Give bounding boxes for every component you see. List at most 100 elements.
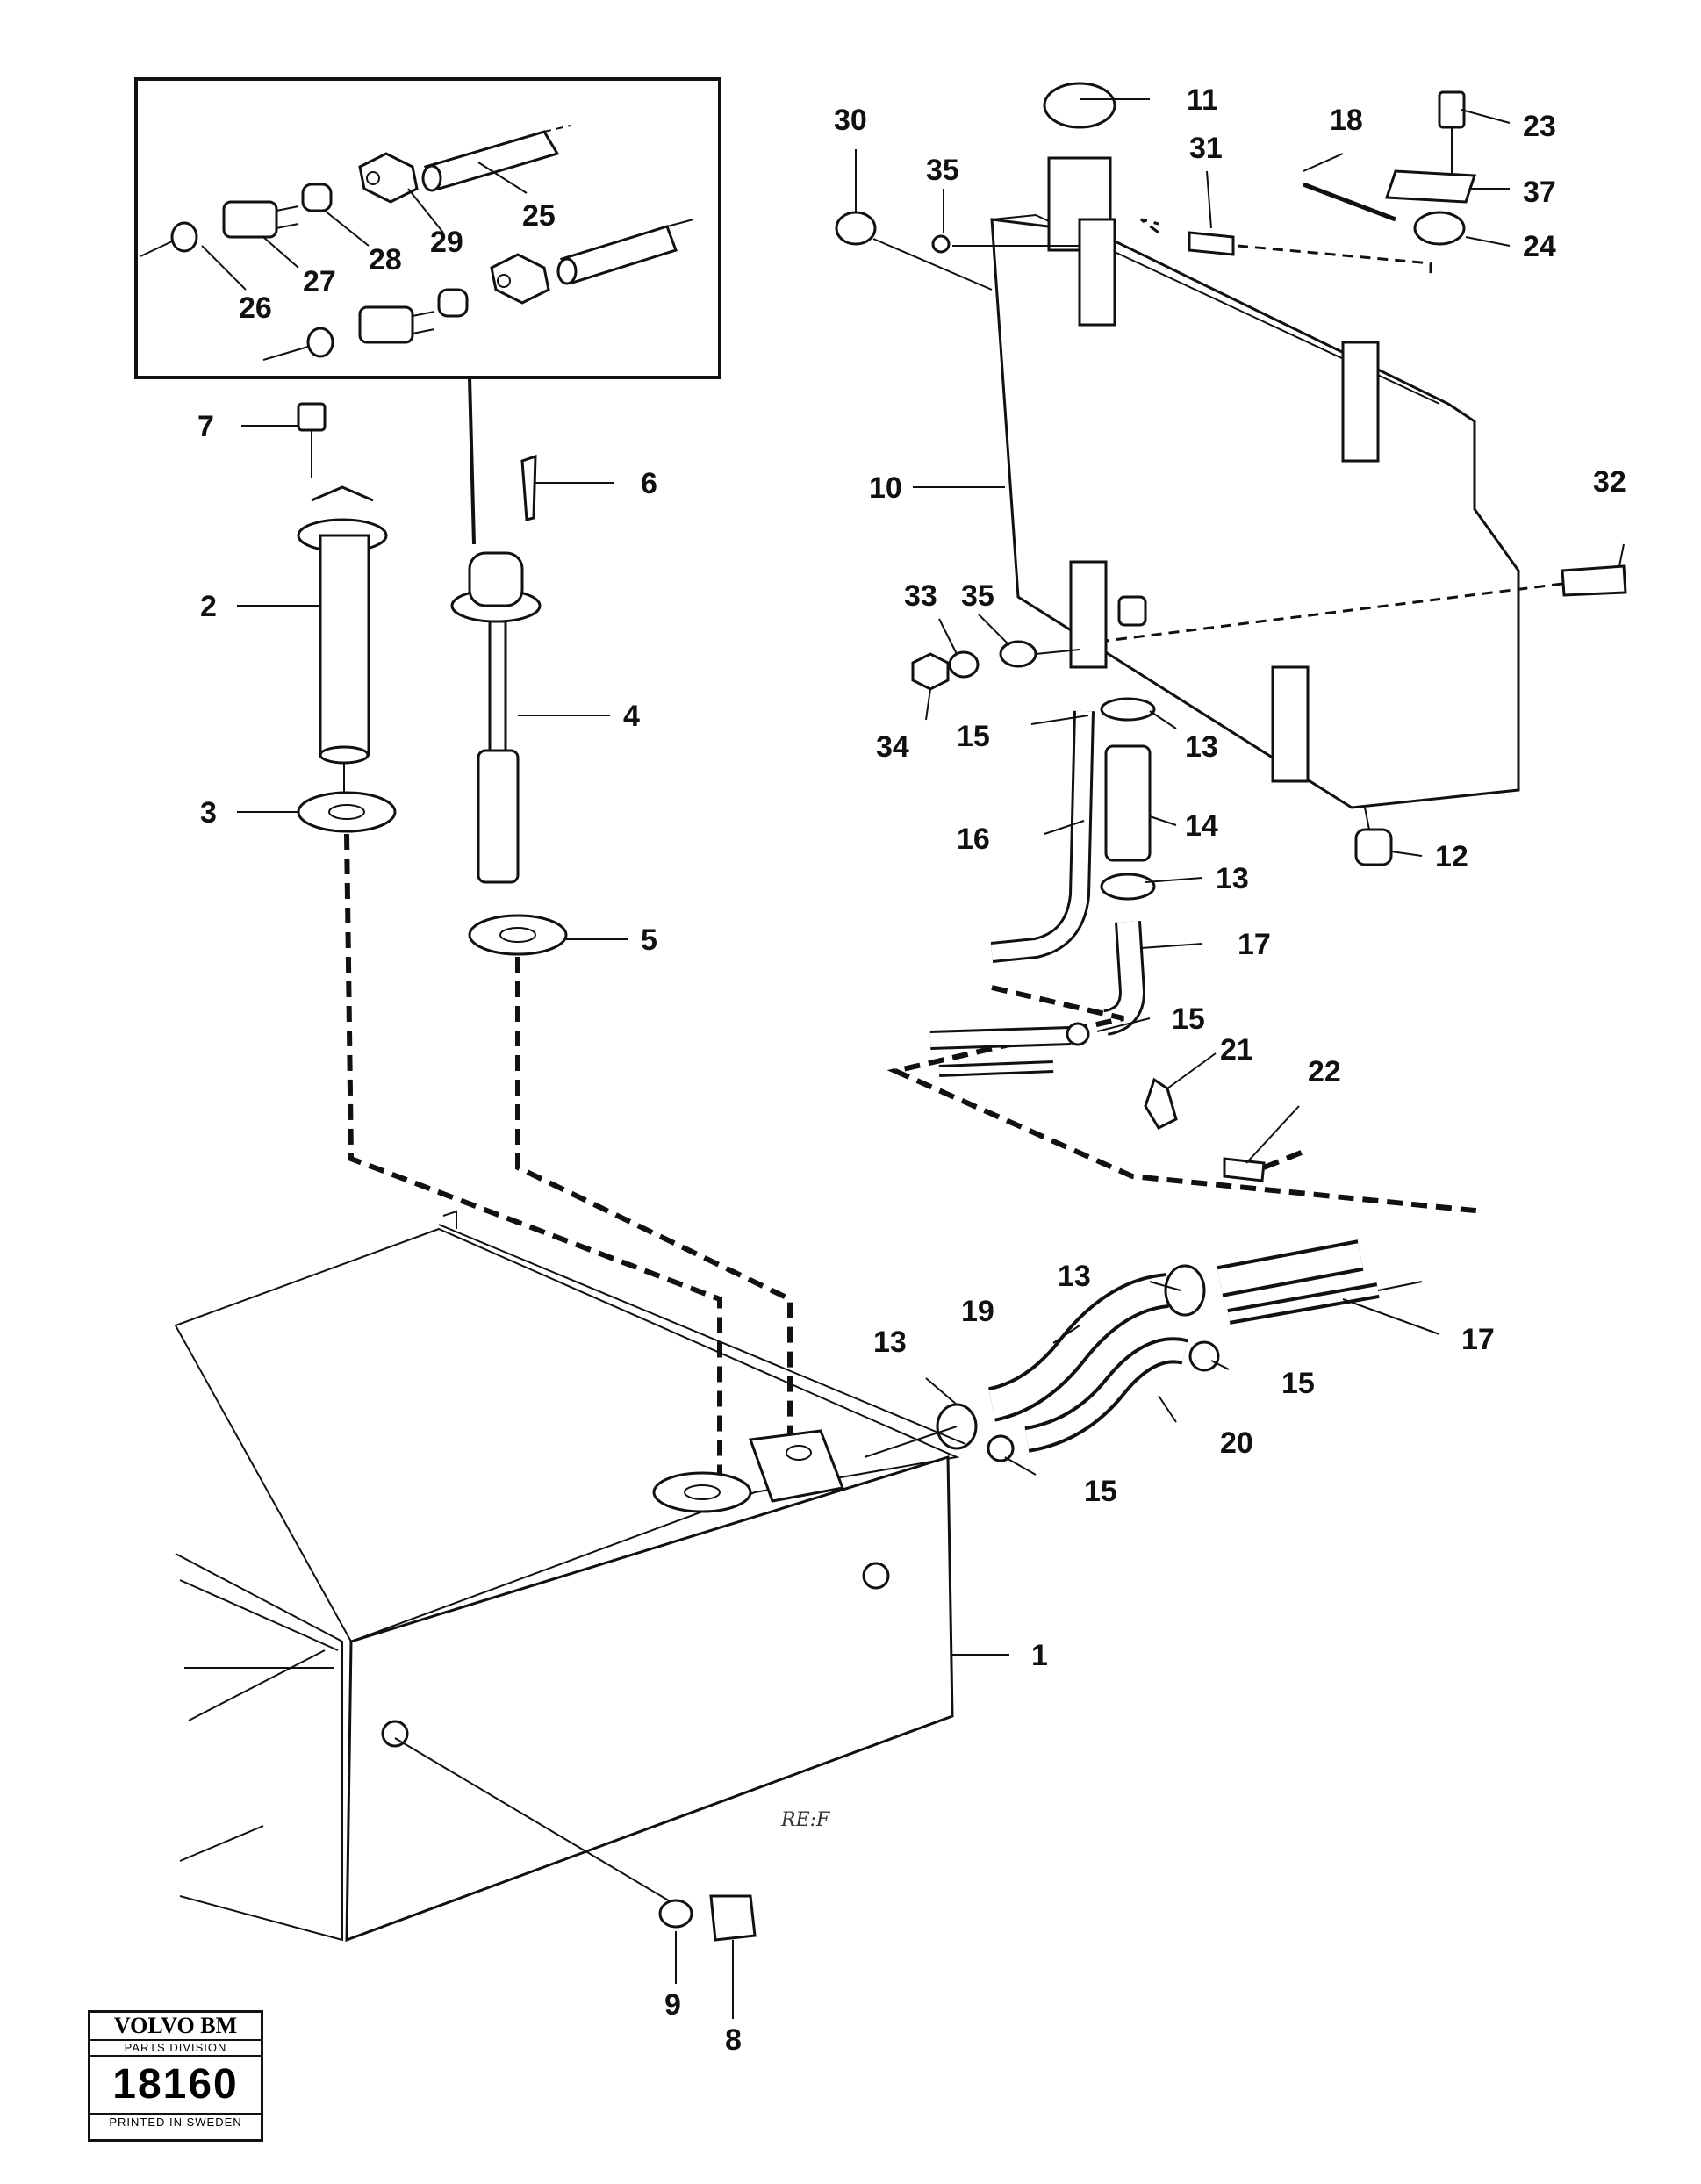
pipe-25-lower xyxy=(556,219,694,285)
callout-15-b: 15 xyxy=(1172,1002,1205,1036)
callout-9: 9 xyxy=(664,1988,681,2022)
callout-labels: 1 2 3 4 5 6 7 8 9 10 11 12 13 13 13 13 1… xyxy=(197,83,1626,2057)
callout-7: 7 xyxy=(197,410,214,443)
float-4 xyxy=(477,749,520,884)
callout-28: 28 xyxy=(369,243,402,277)
screw-22 xyxy=(1223,1157,1266,1182)
callout-4: 4 xyxy=(623,700,640,733)
washer-26-lower xyxy=(306,327,334,358)
callout-32: 32 xyxy=(1593,465,1626,499)
sender-port xyxy=(652,1471,752,1513)
callout-25: 25 xyxy=(522,199,556,233)
callout-17-a: 17 xyxy=(1238,928,1271,961)
adapter-27-lower xyxy=(358,305,435,344)
stamp-printed: PRINTED IN SWEDEN xyxy=(109,2116,242,2129)
fuel-gauge-sender xyxy=(297,402,722,1475)
plug-30 xyxy=(835,211,877,246)
clip-21 xyxy=(1144,1077,1178,1130)
callout-6: 6 xyxy=(641,467,657,500)
callout-16: 16 xyxy=(957,823,990,856)
nut-24 xyxy=(1413,211,1466,246)
gasket-5 xyxy=(468,914,568,956)
washer-26-upper xyxy=(170,221,198,253)
callout-17-b: 17 xyxy=(1461,1323,1495,1356)
callout-30: 30 xyxy=(834,104,867,137)
gasket-3 xyxy=(297,791,397,833)
callout-19: 19 xyxy=(961,1295,994,1328)
callout-15-a: 15 xyxy=(957,720,990,753)
callout-29: 29 xyxy=(430,226,463,259)
callout-22: 22 xyxy=(1308,1055,1341,1088)
callout-11: 11 xyxy=(1187,83,1218,117)
callout-26: 26 xyxy=(239,291,272,325)
stamp-division: PARTS DIVISION xyxy=(90,2041,261,2057)
nut-34 xyxy=(911,652,950,691)
bracket-group xyxy=(1303,90,1477,246)
callout-14: 14 xyxy=(1185,809,1218,843)
fastener-stack xyxy=(911,640,1080,691)
callout-27: 27 xyxy=(303,265,336,298)
tank-hoses xyxy=(936,1239,1423,1462)
level-sender xyxy=(450,454,793,1457)
hose-assembly xyxy=(886,697,1484,1214)
nut-29-upper xyxy=(358,152,419,204)
callout-33: 33 xyxy=(904,579,937,613)
screw-7 xyxy=(297,402,327,432)
adapter-27-upper xyxy=(222,200,299,239)
clamp-13-upper xyxy=(1100,697,1156,722)
callout-15-c: 15 xyxy=(1281,1367,1315,1400)
callout-34: 34 xyxy=(876,730,909,764)
sleeve-28-lower xyxy=(437,288,469,318)
callout-21: 21 xyxy=(1220,1033,1253,1067)
bolt-31 xyxy=(1188,231,1235,256)
callout-24: 24 xyxy=(1523,230,1556,263)
clamp-13-middle xyxy=(1100,873,1156,901)
screw-23 xyxy=(1438,90,1466,129)
callout-1: 1 xyxy=(1031,1639,1048,1672)
hose-14 xyxy=(1104,744,1152,862)
callout-20: 20 xyxy=(1220,1426,1253,1460)
stamp-number: 18160 xyxy=(90,2057,261,2115)
callout-5: 5 xyxy=(641,923,657,957)
callout-12: 12 xyxy=(1435,840,1468,873)
clamp-13-right xyxy=(1164,1264,1206,1317)
callout-37: 37 xyxy=(1523,176,1556,209)
callout-3: 3 xyxy=(200,796,217,830)
washer-9 xyxy=(658,1899,693,1929)
callout-23: 23 xyxy=(1523,110,1556,143)
handwritten-note: RE:F xyxy=(780,1809,830,1831)
volvo-parts-stamp: VOLVO BM PARTS DIVISION 18160 PRINTED IN… xyxy=(88,2010,263,2142)
washer-35-lower xyxy=(999,640,1037,668)
callout-13-b: 13 xyxy=(1216,862,1249,895)
callout-35-b: 35 xyxy=(961,579,994,613)
gauge-port xyxy=(748,1429,845,1503)
callout-10: 10 xyxy=(869,471,902,505)
drain-plug-8 xyxy=(709,1894,757,1942)
valve-12 xyxy=(1354,828,1393,866)
sender-tube-2 xyxy=(319,534,370,757)
callout-31: 31 xyxy=(1189,132,1223,165)
bolt-32 xyxy=(1561,564,1627,597)
callout-2: 2 xyxy=(200,590,217,623)
screw-6 xyxy=(520,454,537,521)
callout-13-c: 13 xyxy=(1058,1260,1091,1293)
washer-35-upper xyxy=(931,234,951,254)
expansion-tank-10 xyxy=(835,82,1627,866)
callout-8: 8 xyxy=(725,2023,742,2057)
inset-detail xyxy=(134,77,721,545)
stamp-brand: VOLVO BM xyxy=(90,2013,261,2041)
sleeve-28-upper xyxy=(301,183,333,212)
washer-33 xyxy=(948,650,980,679)
plate-37 xyxy=(1384,169,1477,204)
cap-11 xyxy=(1043,82,1116,129)
callout-35-a: 35 xyxy=(926,154,959,187)
fuel-tank-1: RE:F xyxy=(174,1210,966,1943)
callout-15-d: 15 xyxy=(1084,1475,1117,1508)
leader-lines xyxy=(237,98,1625,2019)
callout-13-d: 13 xyxy=(873,1325,907,1359)
callout-13-a: 13 xyxy=(1185,730,1218,764)
pipe-25-upper xyxy=(421,125,571,192)
nut-29-lower xyxy=(490,253,550,305)
callout-18: 18 xyxy=(1330,104,1363,137)
